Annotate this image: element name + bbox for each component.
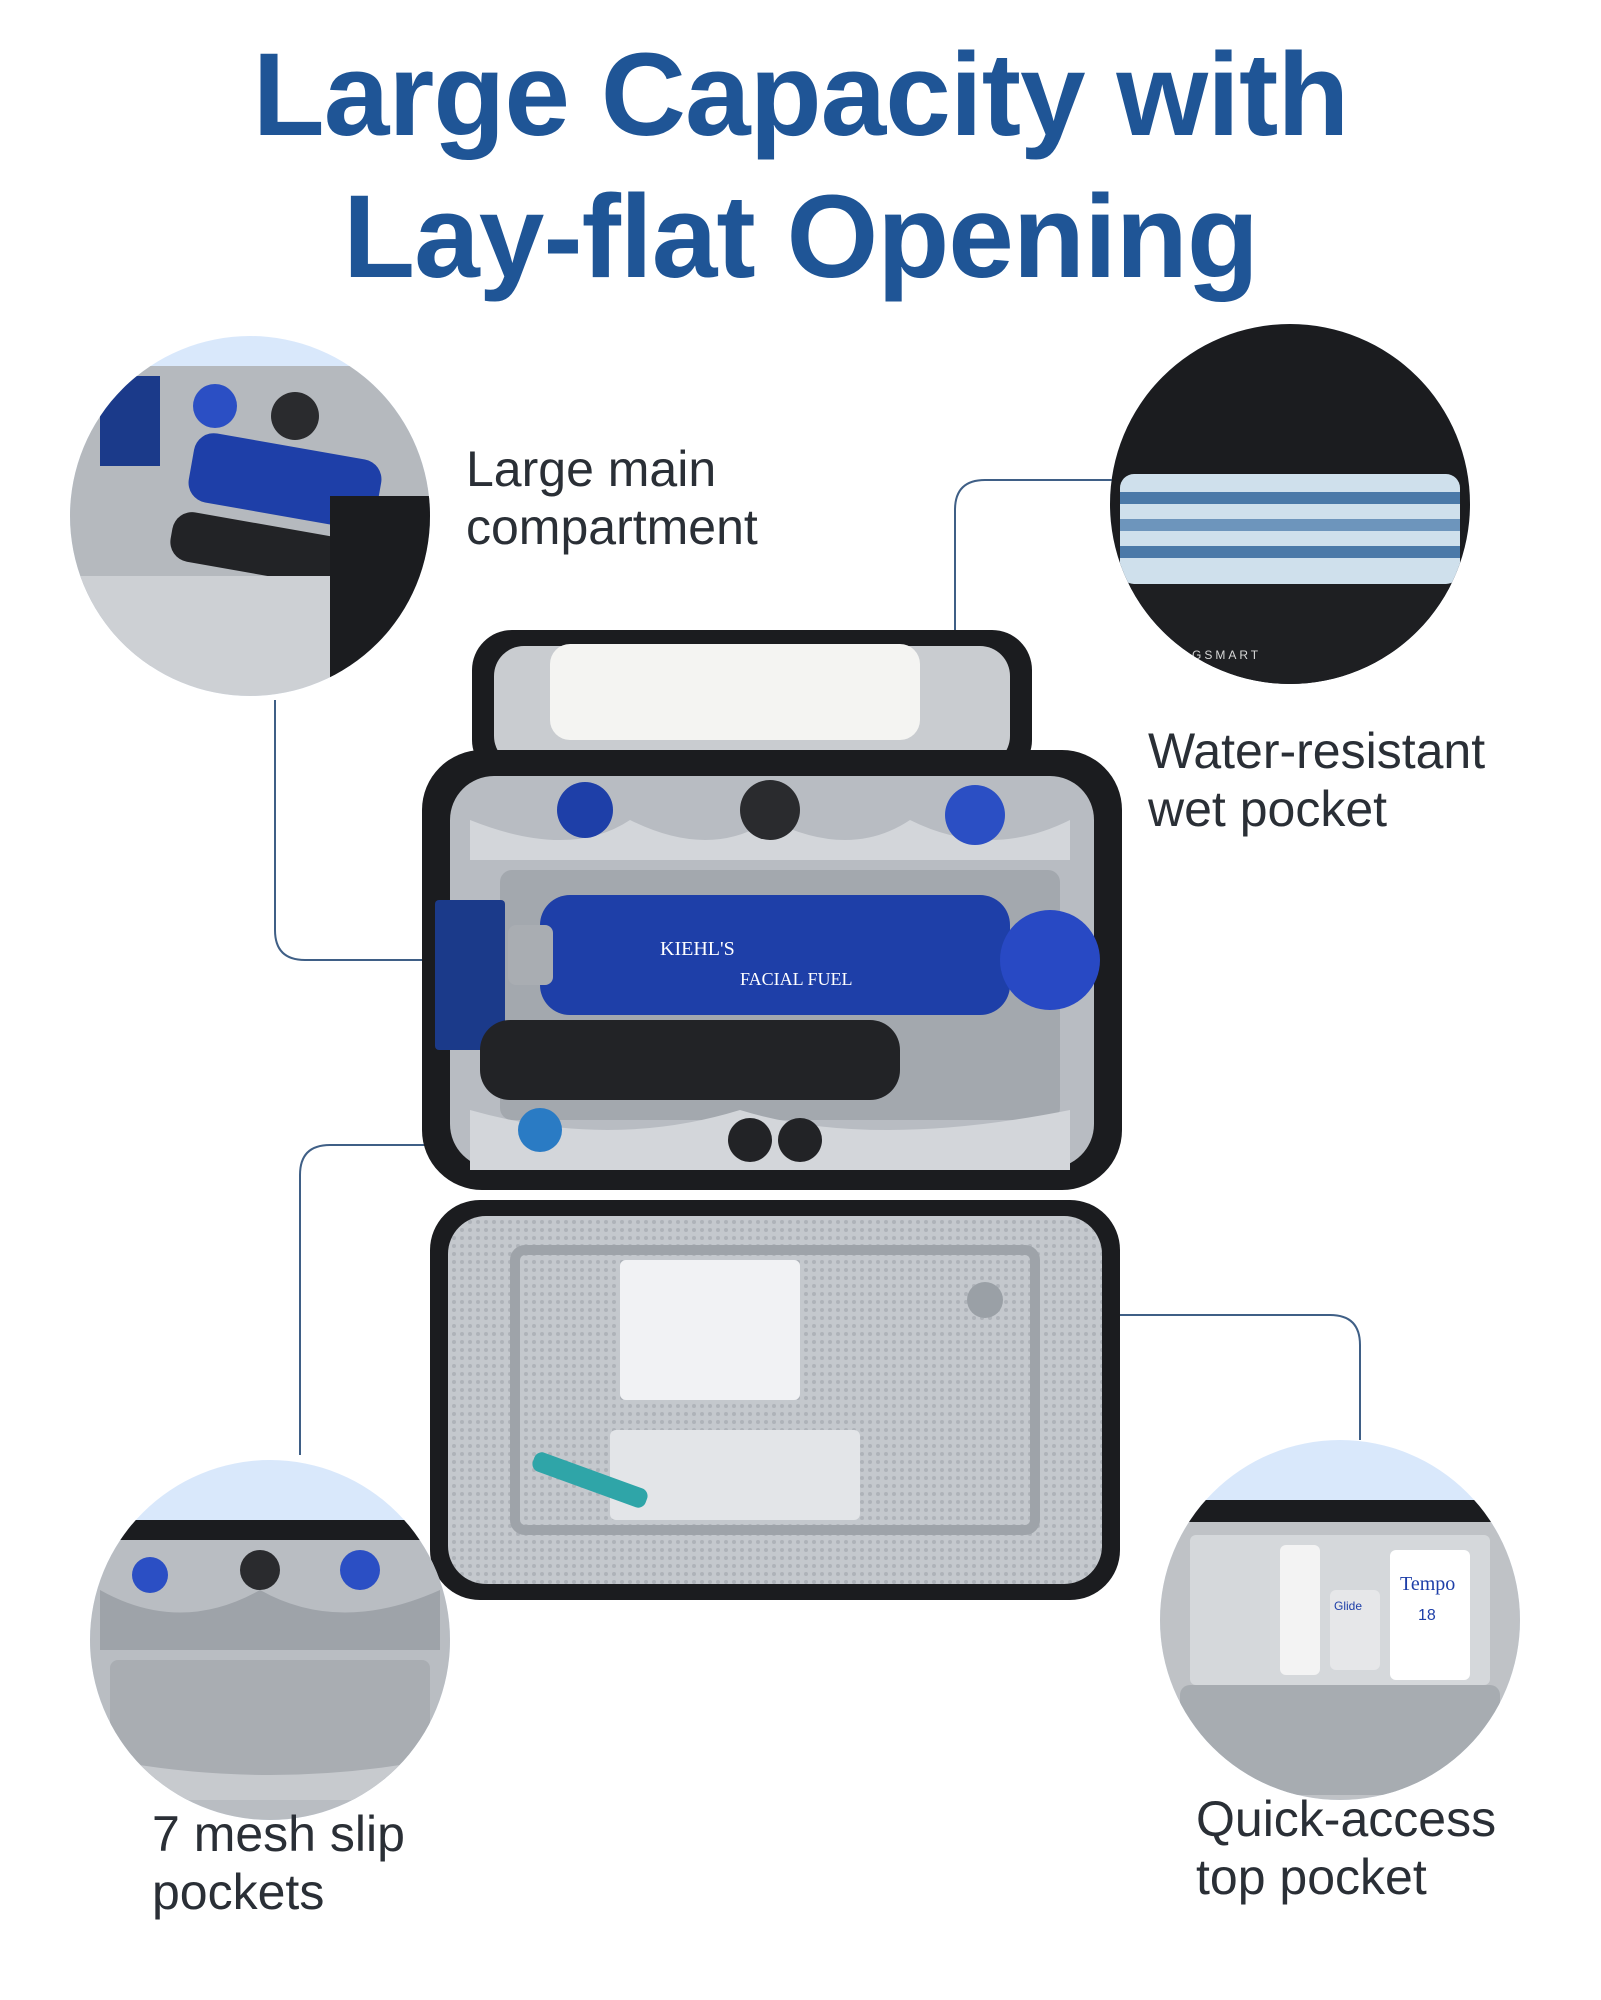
label-top-pocket: Quick-access top pocket [1196,1790,1496,1906]
main-compartment-closeup [70,366,430,696]
leader-line-top [990,1314,1361,1440]
label-top-line-2: top pocket [1196,1849,1427,1905]
label-wet-line-2: wet pocket [1148,781,1388,837]
tissue-count-text: 18 [1418,1607,1436,1624]
label-mesh-pockets: 7 mesh slip pockets [152,1805,405,1921]
label-wet-line-1: Water-resistant [1148,723,1486,779]
feature-circle-wet: BAGSMART [1110,324,1470,684]
mesh-flap [430,1200,1120,1600]
floss-brand-text: Glide [1334,1599,1362,1613]
bottle-brand-text: KIEHL'S [660,938,735,960]
mesh-pockets-closeup [90,1520,450,1820]
label-mesh-line-1: 7 mesh slip [152,1806,405,1862]
bottle-name-text: FACIAL FUEL [740,969,853,989]
label-main-line-2: compartment [466,499,758,555]
headline-line-2: Lay-flat Opening [343,171,1259,303]
leader-line-wet [954,479,1125,690]
toiletry-bag-illustration: KIEHL'S FACIAL FUEL [422,630,1122,1600]
label-mesh-line-2: pockets [152,1864,325,1920]
label-main-line-1: Large main [466,441,717,497]
headline-line-1: Large Capacity with [252,29,1350,161]
top-pocket-closeup: Glide Tempo 18 [1160,1500,1520,1800]
feature-circle-mesh [90,1460,450,1820]
leader-line-main [274,700,540,961]
tissue-brand-text: Tempo [1400,1573,1455,1595]
feature-circle-main [70,336,430,696]
wet-pocket-closeup: BAGSMART [1110,324,1470,684]
label-main-compartment: Large main compartment [466,440,758,556]
feature-circle-top: Glide Tempo 18 [1160,1440,1520,1800]
main-compartment: KIEHL'S FACIAL FUEL [422,750,1122,1190]
label-wet-pocket: Water-resistant wet pocket [1148,722,1485,838]
wet-pocket-flap [472,630,1032,780]
leader-line-mesh [299,1144,580,1455]
label-top-line-1: Quick-access [1196,1791,1497,1847]
